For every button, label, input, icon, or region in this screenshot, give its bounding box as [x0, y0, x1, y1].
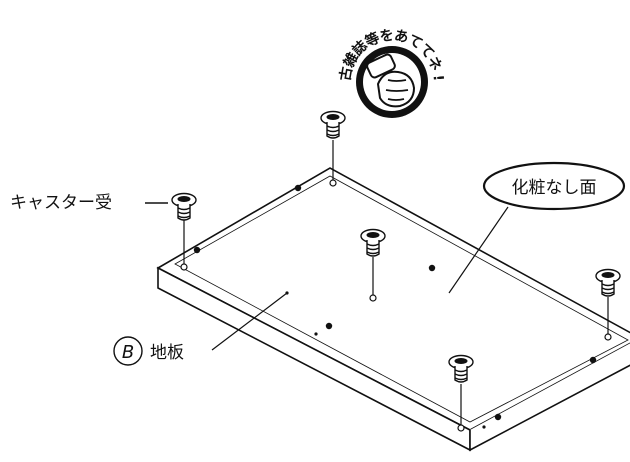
seal-char: あ [393, 28, 410, 47]
face-callout: 化粧なし面 [448, 161, 626, 294]
face-callout-leader [448, 206, 509, 294]
board-marker-circle [113, 336, 143, 366]
face-callout-ellipse [482, 161, 626, 211]
seal-char: 雑 [340, 50, 362, 71]
seal-char: 等 [362, 29, 382, 50]
caster-receiver-5 [448, 354, 474, 432]
seal-char: て [405, 32, 425, 53]
caster-receiver-label: キャスター受 [10, 193, 112, 213]
caster-receiver-4 [595, 268, 621, 341]
face-callout-text: 化粧なし面 [512, 178, 597, 198]
board-label: B 地板 [113, 292, 288, 366]
floor-board [156, 167, 630, 452]
board-marker-letter: B [122, 342, 134, 363]
caster-receiver-2 [171, 192, 197, 271]
seal-char: を [379, 28, 395, 46]
seal-char: ! [430, 74, 446, 82]
seal-char: 古 [337, 66, 356, 83]
caster-receiver-3 [360, 228, 386, 302]
board-name-label: 地板 [150, 343, 184, 363]
caster-receiver-1 [320, 110, 346, 187]
board-leader [211, 292, 288, 351]
seal-char: ネ [424, 54, 444, 73]
